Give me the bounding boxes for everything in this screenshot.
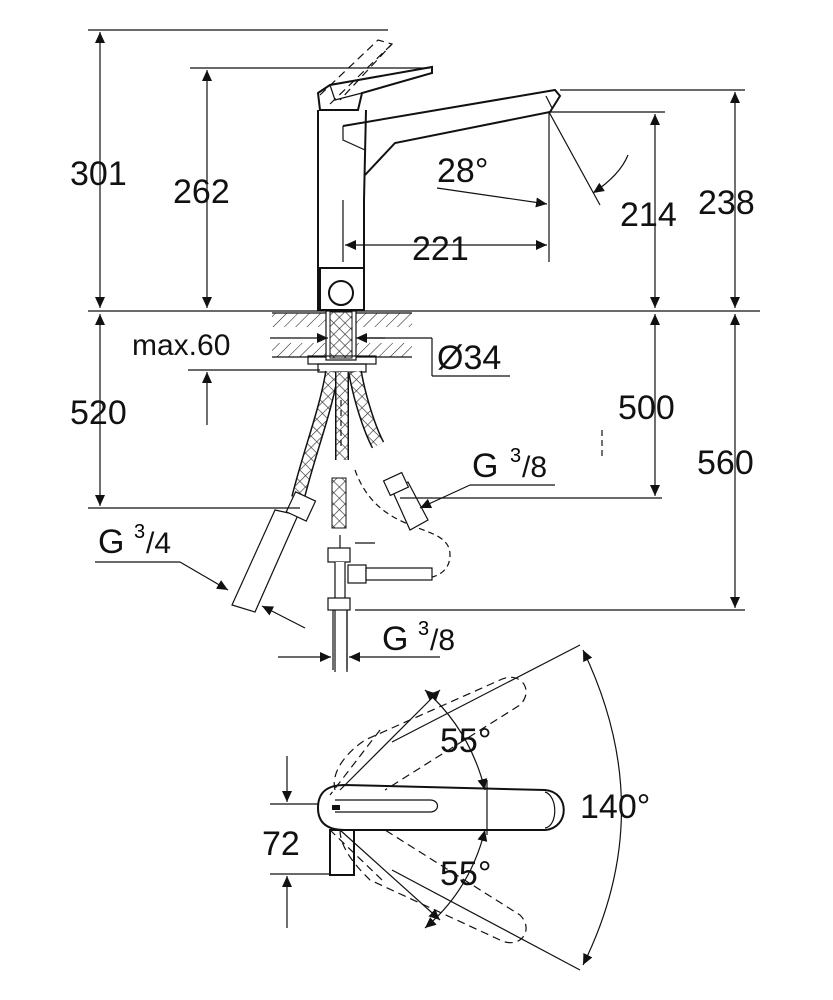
svg-text:3: 3 [418, 618, 429, 640]
label-301: 301 [70, 155, 127, 193]
label-g-3-8-bottom: G 3 /8 [382, 618, 455, 658]
label-55-deg-lower: 55° [440, 855, 491, 893]
lever-left-ghost [333, 676, 527, 791]
svg-text:G: G [98, 523, 124, 561]
svg-text:/8: /8 [522, 451, 547, 484]
lever-top [316, 783, 565, 831]
label-72: 72 [262, 825, 300, 863]
svg-text:/4: /4 [146, 527, 171, 560]
lever-open-ghost [319, 39, 394, 101]
label-520: 520 [70, 394, 127, 432]
worktop [272, 309, 412, 373]
lever-right-ghost [339, 829, 527, 944]
label-g-3-8-right: G 3 /8 [472, 445, 547, 485]
hose-port [328, 280, 354, 306]
label-500: 500 [618, 389, 675, 427]
label-140-deg: 140° [580, 788, 650, 826]
label-560: 560 [697, 444, 754, 482]
label-28-deg: 28° [437, 152, 488, 190]
spout [342, 88, 562, 176]
dimension-labels: 301 262 28° 221 214 238 max.60 Ø34 520 5… [70, 152, 755, 893]
faucet-body [317, 109, 367, 311]
svg-text:G: G [472, 447, 498, 485]
supply-hoses [231, 370, 451, 670]
svg-text:G: G [382, 620, 408, 658]
label-diameter-34: Ø34 [437, 339, 501, 377]
label-55-deg-upper: 55° [440, 722, 491, 760]
label-238: 238 [698, 184, 755, 222]
label-max-60: max.60 [132, 329, 230, 362]
svg-text:3: 3 [134, 521, 145, 543]
lever [316, 65, 433, 111]
label-262: 262 [173, 173, 230, 211]
base-collar [319, 267, 365, 311]
faucet-side-view [316, 39, 562, 311]
label-214: 214 [620, 196, 677, 234]
label-221: 221 [412, 230, 469, 268]
faucet-top-view [270, 644, 622, 971]
svg-text:3: 3 [510, 445, 521, 467]
label-g-3-4: G 3 /4 [98, 521, 171, 561]
dimension-lines [88, 29, 760, 672]
svg-text:/8: /8 [430, 624, 455, 657]
